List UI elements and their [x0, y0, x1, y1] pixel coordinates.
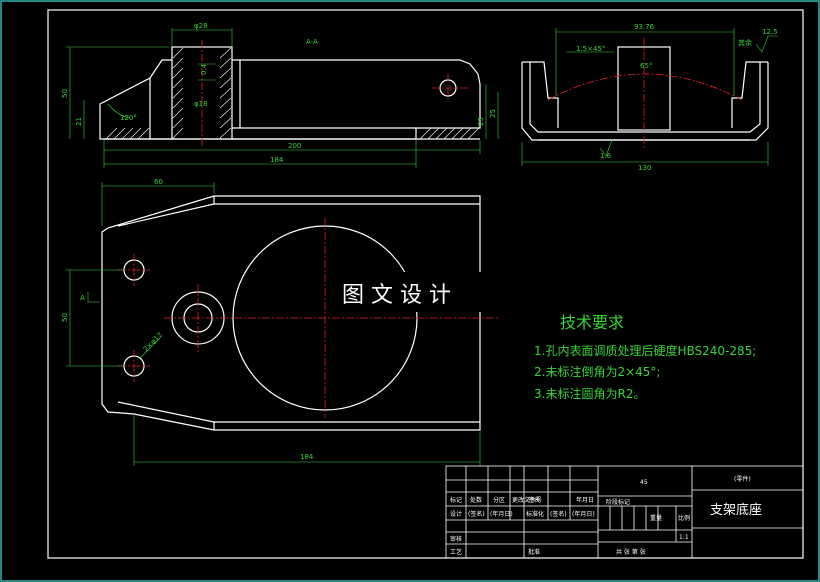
tb-process: 工艺: [450, 548, 462, 556]
side-dim-width-bottom: 130: [638, 164, 651, 172]
tech-req-item-1: 1.孔内表面调质处理后硬度HBS240-285;: [534, 343, 756, 358]
side-view: [521, 46, 769, 141]
plan-dim-hole-dia: 2×φ12: [142, 331, 165, 354]
dim-right-height: 25: [489, 109, 497, 118]
side-dim-angle: 65°: [640, 62, 652, 70]
tb-part-name: 支架底座: [710, 502, 762, 518]
dim-top-diameter: φ28: [194, 22, 208, 30]
tb-mark: 标记: [450, 496, 462, 504]
section-label: A-A: [306, 38, 318, 46]
plan-dim-bottom-length: 184: [300, 453, 314, 461]
tb-stage: 阶段标记: [606, 498, 630, 506]
dim-total-length: 200: [288, 142, 301, 150]
front-hatching: [105, 47, 480, 140]
tech-req-item-2: 2.未标注倒角为2×45°;: [534, 364, 660, 379]
side-dim-roughness-bottom: 1.6: [600, 152, 612, 160]
tb-zone: 分区: [493, 496, 505, 504]
watermark-text: 图 文 设 计: [342, 283, 451, 308]
side-centerlines: [547, 38, 743, 150]
side-dim-chamfer: 1.5×45°: [576, 45, 605, 53]
plan-view: [101, 195, 481, 431]
tb-approve: 批准: [528, 548, 540, 556]
plan-centerlines: [118, 218, 500, 418]
dim-length: 184: [270, 156, 284, 164]
dim-base-height: 21: [75, 117, 83, 126]
side-dim-roughness-note: 其余: [738, 38, 752, 47]
front-dimlines: [66, 28, 499, 168]
tb-date2: (年月日): [490, 510, 513, 518]
side-dim-roughness: 12.5: [762, 28, 778, 36]
tb-date: 年月日: [576, 496, 594, 504]
tech-req-item-3: 3.未标注圆角为R2。: [534, 386, 645, 401]
tb-scale-value: 1:1: [679, 534, 689, 541]
tb-count: 处数: [470, 496, 482, 504]
tb-design: 设计: [450, 510, 462, 518]
plan-dimlines: [66, 182, 481, 466]
dim-small-tol: 0.4: [200, 63, 208, 75]
title-block: [445, 465, 804, 559]
tb-drawing-no-label: (零件): [734, 475, 751, 483]
tb-scale: 比例: [678, 514, 690, 522]
tb-signature: 签名: [528, 496, 540, 504]
tb-standard: 标准化: [526, 510, 544, 518]
plan-dim-left-width: 60: [154, 178, 163, 186]
tb-signature2: (签名): [468, 510, 485, 518]
tech-req-title: 技术要求: [560, 313, 624, 332]
dim-angle: 120°: [120, 114, 137, 122]
tb-review: 审核: [450, 535, 462, 543]
tb-signature3: (签名): [550, 510, 567, 518]
watermark-bg: [332, 272, 498, 312]
tb-material: 45: [640, 479, 648, 486]
inner-frame: [47, 9, 804, 559]
plan-dim-hole-spacing: 50: [61, 313, 69, 322]
front-view: [99, 46, 481, 140]
front-centerlines: [201, 40, 470, 146]
side-dimlines: [521, 28, 778, 166]
plan-section-mark: A: [80, 294, 85, 302]
tb-sheets: 共 张 第 张: [616, 548, 646, 556]
tb-weight: 重量: [650, 514, 662, 522]
dim-right-height2: 23: [477, 117, 485, 126]
dim-height: 50: [61, 89, 69, 98]
tb-date3: (年月日): [572, 510, 595, 518]
dim-inner-diameter: φ18: [194, 100, 208, 108]
tb-change-doc: 更改文件号: [512, 496, 542, 504]
side-dim-width-top: 93.76: [634, 23, 655, 31]
